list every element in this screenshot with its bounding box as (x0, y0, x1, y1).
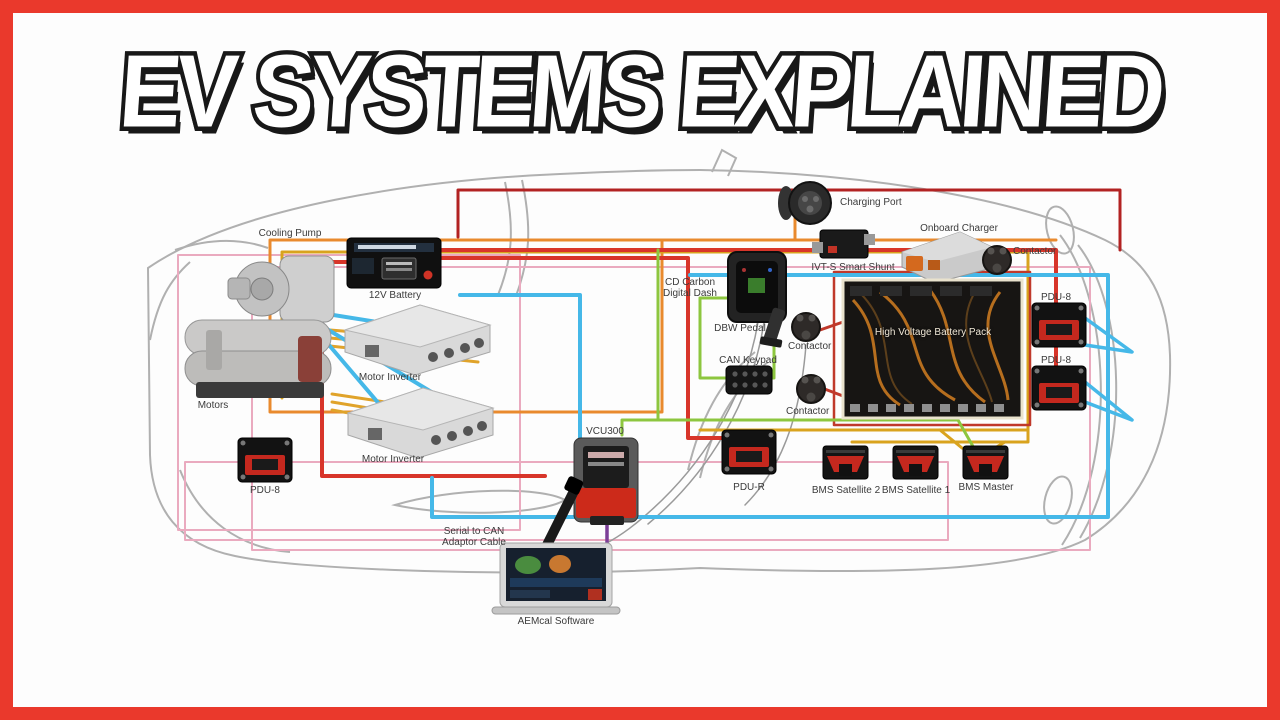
vcu300-photo (573, 437, 639, 525)
dbw-pedal-photo (759, 307, 786, 348)
label-cooling-pump: Cooling Pump (258, 228, 322, 239)
label-bms-master: BMS Master (958, 482, 1014, 493)
pdu8-right-top-photo (1031, 302, 1087, 348)
laptop-photo (491, 542, 621, 615)
label-dbw-pedal: DBW Pedal (714, 323, 766, 334)
label-motor-inverter-2: Motor Inverter (361, 454, 425, 465)
bms-satellite-2-photo (822, 445, 869, 480)
label-contactor-mid: Contactor (788, 341, 832, 352)
label-bms-satellite-2: BMS Satellite 2 (811, 485, 881, 496)
motors-photo (184, 319, 332, 398)
contactor-top-photo (982, 245, 1012, 275)
label-pdu8-left: PDU-8 (249, 485, 280, 496)
ivt-smart-shunt-photo (812, 229, 875, 259)
hv-battery-pack-photo (841, 278, 1024, 420)
wires-pink-can-bus (177, 254, 1091, 551)
contactor-mid-photo (791, 312, 821, 342)
label-ivt-smart-shunt: IVT-S Smart Shunt (811, 262, 895, 273)
label-dash-line1: CD Carbon (664, 277, 716, 288)
label-contactor-top: Contactor (1013, 246, 1057, 257)
label-charging-port: Charging Port (840, 197, 902, 208)
onboard-charger-photo (901, 231, 993, 284)
label-aemcal-software: AEMcal Software (517, 616, 595, 627)
label-can-keypad: CAN Keypad (719, 355, 777, 366)
can-keypad-photo (725, 365, 773, 395)
cooling-pump-photo (227, 255, 335, 323)
label-pdu-r: PDU-R (733, 482, 765, 493)
label-12v-battery: 12V Battery (368, 290, 422, 301)
motor-inverter-1-photo (344, 304, 491, 376)
contactor-low-photo (796, 374, 826, 404)
side-mirror-outline (711, 148, 738, 177)
pdu8-right-bottom-photo (1031, 365, 1087, 411)
label-contactor-low: Contactor (786, 406, 830, 417)
cd-carbon-dash-photo (727, 251, 787, 323)
battery-12v-photo (346, 237, 442, 289)
label-serial-cable-line2: Adaptor Cable (442, 537, 506, 548)
label-motor-inverter-1: Motor Inverter (358, 372, 422, 383)
label-onboard-charger: Onboard Charger (920, 223, 998, 234)
label-pdu8-right-bottom: PDU-8 (1041, 355, 1072, 366)
label-serial-cable-line1: Serial to CAN (443, 526, 505, 537)
label-vcu300: VCU300 (586, 426, 624, 437)
label-pdu8-right-top: PDU-8 (1041, 292, 1072, 303)
bms-satellite-1-photo (892, 445, 939, 480)
label-bms-satellite-1: BMS Satellite 1 (881, 485, 951, 496)
bms-master-photo (962, 445, 1009, 480)
label-motors: Motors (197, 400, 229, 411)
pdu-r-photo (721, 429, 777, 475)
pdu8-left-photo (237, 437, 293, 483)
charging-port-photo (778, 181, 832, 225)
page-title: EV SYSTEMS EXPLAINED (112, 31, 1168, 154)
label-dash-line2: Digital Dash (663, 288, 717, 299)
label-hv-battery-pack: High Voltage Battery Pack (874, 327, 992, 338)
